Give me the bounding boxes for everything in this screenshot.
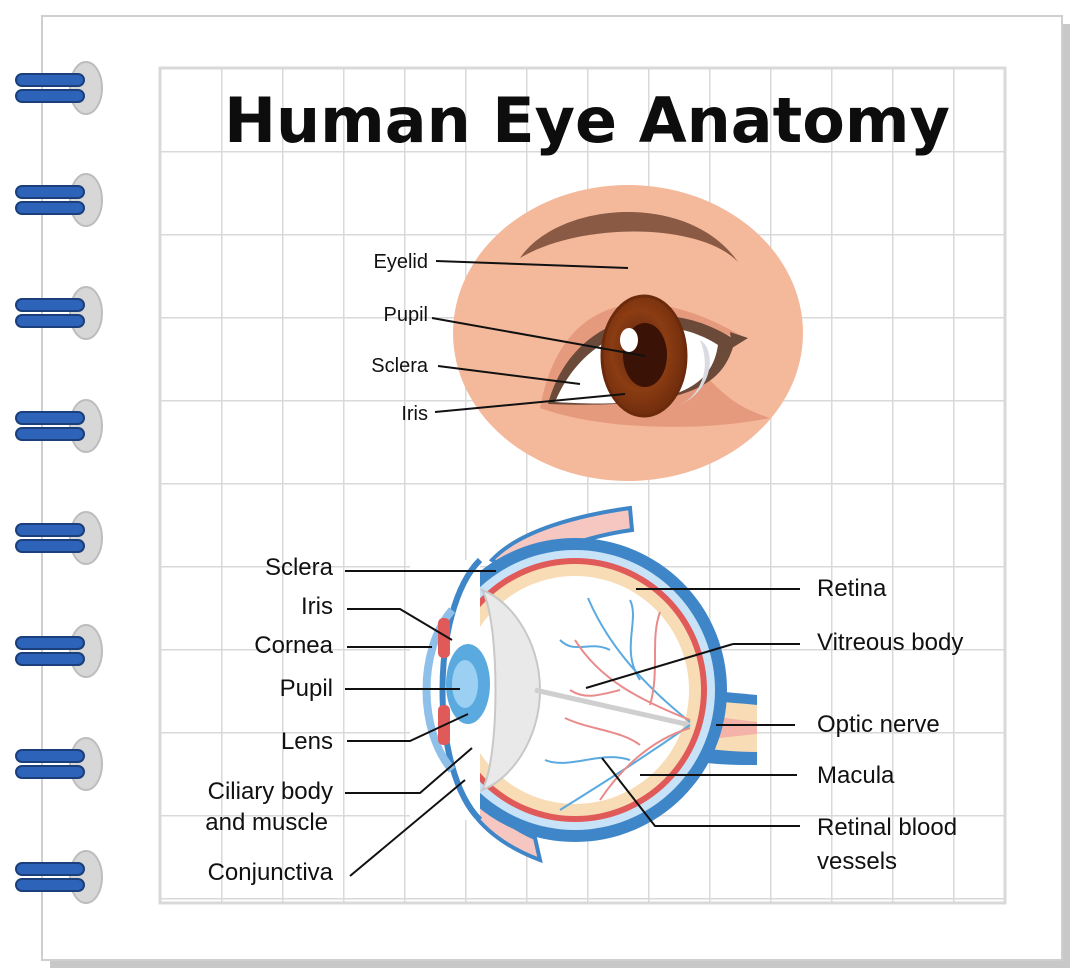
label-retinal-blood-vessels-line2: vessels <box>817 848 897 875</box>
spiral-binding <box>15 61 103 904</box>
cross-section-leaders <box>345 570 800 877</box>
label-macula: Macula <box>817 762 895 789</box>
label-sclera: Sclera <box>265 554 334 581</box>
binding-ring <box>15 286 103 340</box>
label-optic-nerve: Optic nerve <box>817 711 940 738</box>
label-iris: Iris <box>301 593 333 620</box>
binding-ring <box>15 737 103 791</box>
external-eye-leaders <box>431 260 646 413</box>
external-eye-labels: Eyelid Pupil Sclera Iris <box>371 251 429 425</box>
label-ciliary-body-line2: and muscle <box>205 809 328 836</box>
binding-ring <box>15 850 103 904</box>
label-pupil-external: Pupil <box>384 304 428 326</box>
label-lens: Lens <box>281 728 333 755</box>
binding-ring <box>15 624 103 678</box>
label-vitreous-body: Vitreous body <box>817 629 963 656</box>
label-retina: Retina <box>817 575 887 602</box>
label-ciliary-body-line1: Ciliary body <box>208 778 333 805</box>
cross-section-labels-right: Retina Vitreous body Optic nerve Macula … <box>817 575 963 875</box>
cross-section-labels-left: Sclera Iris Cornea Pupil Lens Ciliary bo… <box>205 554 333 886</box>
page-title: Human Eye Anatomy <box>224 84 950 157</box>
binding-ring <box>15 61 103 115</box>
label-iris-external: Iris <box>401 403 428 425</box>
binding-ring <box>15 173 103 227</box>
label-retinal-blood-vessels-line1: Retinal blood <box>817 814 957 841</box>
label-eyelid: Eyelid <box>374 251 428 273</box>
binding-ring <box>15 399 103 453</box>
external-eye-illustration <box>453 185 803 481</box>
label-conjunctiva: Conjunctiva <box>208 859 334 886</box>
label-pupil: Pupil <box>280 675 333 702</box>
label-sclera-external: Sclera <box>371 355 429 377</box>
label-cornea: Cornea <box>254 632 333 659</box>
binding-ring <box>15 511 103 565</box>
